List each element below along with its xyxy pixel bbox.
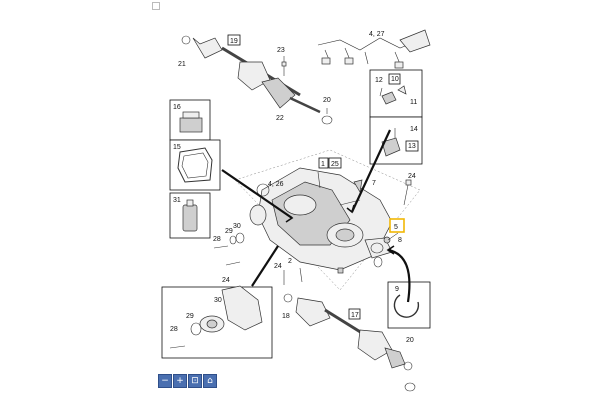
callout-7: 7 bbox=[372, 180, 376, 187]
callout-8: 8 bbox=[398, 237, 402, 244]
callout-23: 23 bbox=[277, 47, 285, 54]
callout-2: 2 bbox=[288, 258, 292, 265]
bolt-24-right bbox=[403, 179, 412, 206]
arrow-connector bbox=[351, 129, 391, 213]
callout-31: 31 bbox=[173, 197, 181, 204]
drive-shaft-upper[interactable] bbox=[181, 35, 333, 125]
label-box-19 bbox=[227, 34, 241, 46]
callout-9: 9 bbox=[395, 286, 399, 293]
callout-24-right: 24 bbox=[408, 173, 416, 180]
arrow-mount bbox=[251, 245, 279, 287]
callout-13: 13 bbox=[408, 143, 416, 150]
home-icon: ⌂ bbox=[207, 376, 213, 386]
callout-12: 12 bbox=[375, 77, 383, 84]
callout-11: 11 bbox=[410, 99, 417, 106]
label-box-10 bbox=[388, 73, 401, 85]
callout-21: 21 bbox=[178, 61, 186, 68]
callout-10: 10 bbox=[391, 76, 399, 83]
seal-6 bbox=[373, 256, 383, 268]
callout-16: 16 bbox=[173, 104, 181, 111]
label-box-13 bbox=[405, 140, 419, 152]
fit-page-button[interactable]: ⊡ bbox=[188, 374, 202, 388]
callout-20-upper: 20 bbox=[323, 97, 331, 104]
drive-shaft-lower[interactable] bbox=[283, 293, 413, 371]
detail-box-31-oil bbox=[169, 192, 211, 239]
callout-30-lower: 30 bbox=[214, 297, 222, 304]
callout-24-center: 24 bbox=[274, 263, 282, 270]
callout-17: 17 bbox=[351, 312, 359, 319]
callout-18: 18 bbox=[282, 313, 290, 320]
label-box-17 bbox=[348, 308, 361, 320]
label-box-5-highlighted[interactable] bbox=[389, 218, 405, 233]
zoom-in-icon: + bbox=[176, 376, 184, 386]
callout-22: 22 bbox=[276, 115, 284, 122]
callout-14: 14 bbox=[410, 126, 418, 133]
callout-4-27: 4, 27 bbox=[369, 31, 385, 38]
label-box-25 bbox=[328, 157, 342, 169]
home-button[interactable]: ⌂ bbox=[203, 374, 217, 388]
seal-ring bbox=[256, 183, 270, 197]
zoom-out-icon: − bbox=[161, 376, 169, 386]
arrow-gasket bbox=[221, 169, 293, 219]
small-parts-left bbox=[213, 232, 245, 266]
detail-box-mount bbox=[161, 285, 273, 359]
callout-1: 1 bbox=[321, 161, 325, 168]
bolts-24-center bbox=[283, 267, 303, 285]
callout-28-upper: 28 bbox=[213, 236, 221, 243]
callout-19: 19 bbox=[230, 38, 238, 45]
wiring-harness[interactable] bbox=[317, 29, 431, 69]
viewer-toolbar: − + ⊡ ⌂ bbox=[158, 374, 217, 388]
callout-30-upper: 30 bbox=[233, 223, 241, 230]
callout-20-lower: 20 bbox=[406, 337, 414, 344]
detail-box-16 bbox=[169, 99, 211, 141]
zoom-out-button[interactable]: − bbox=[158, 374, 172, 388]
callout-25: 25 bbox=[331, 161, 339, 168]
nut-bottom bbox=[337, 267, 344, 274]
differential-housing[interactable] bbox=[249, 167, 393, 271]
callout-15: 15 bbox=[173, 144, 181, 151]
cap-7 bbox=[353, 179, 363, 193]
callout-29-upper: 29 bbox=[225, 228, 233, 235]
bolt-23 bbox=[281, 61, 287, 76]
callout-28-lower: 28 bbox=[170, 326, 178, 333]
callout-24-left: 24 bbox=[222, 277, 230, 284]
label-box-1 bbox=[318, 157, 329, 169]
seal-20-lower bbox=[404, 382, 416, 392]
arrow-circlip bbox=[387, 248, 411, 303]
fit-page-icon: ⊡ bbox=[191, 376, 199, 386]
callout-4-26: 4, 26 bbox=[268, 181, 284, 188]
zoom-in-button[interactable]: + bbox=[173, 374, 187, 388]
callout-29-lower: 29 bbox=[186, 313, 194, 320]
corner-marker bbox=[152, 2, 160, 10]
nut-8 bbox=[383, 236, 391, 244]
detail-box-15-gasket bbox=[169, 139, 221, 191]
callout-5: 5 bbox=[394, 224, 398, 231]
